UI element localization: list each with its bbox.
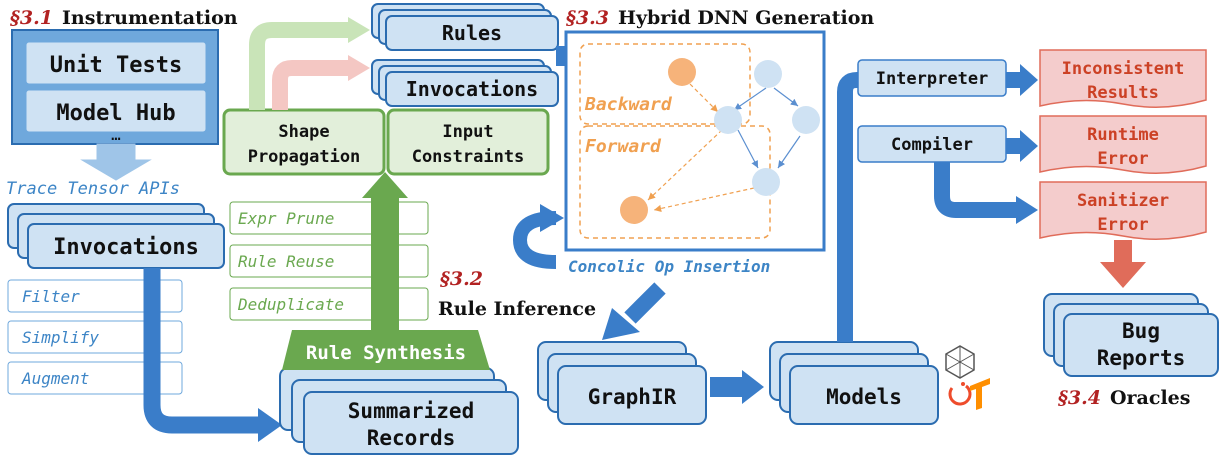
rule-synthesis-block (282, 330, 490, 370)
concolic-op-insertion-label: Concolic Op Insertion (568, 257, 770, 276)
section-3-2-title: Rule Inference (438, 298, 596, 320)
framework-logos-icon (945, 345, 990, 410)
sanitizer-label: Sanitizer (1077, 191, 1169, 211)
model-hub-label: Model Hub (56, 101, 175, 126)
augment-label: Augment (21, 369, 89, 388)
errors-to-bugs-arrow (1114, 240, 1132, 266)
synthesis-steps: Expr Prune Rule Reuse Deduplicate (229, 201, 429, 322)
invocations-stack: Invocations (7, 203, 225, 269)
constraints-label: Constraints (412, 147, 525, 167)
models-label: Models (826, 385, 902, 409)
runtime-error-label: Error (1097, 149, 1148, 169)
filter-label: Filter (22, 287, 80, 306)
bug-label: Bug (1122, 319, 1160, 343)
invocations-label: Invocations (53, 235, 199, 260)
interpreter-label: Interpreter (876, 69, 989, 89)
unit-tests-label: Unit Tests (50, 53, 182, 78)
deduplicate-label: Deduplicate (237, 295, 344, 314)
section-3-1-label: §3.1 Instrumentation (9, 7, 238, 29)
bug-reports-stack: Bug Reports (1043, 293, 1219, 377)
trace-down-arrow (80, 143, 152, 181)
concolic-loop-arrow (512, 211, 557, 269)
models-stack: Models (769, 341, 939, 425)
rules-stack: Rules (371, 3, 559, 51)
compiler-arrow (1006, 138, 1022, 154)
oracle-results: Inconsistent Results Runtime Error Sanit… (1039, 49, 1207, 240)
section-3-2-num: §3.2 (439, 268, 483, 290)
rule-invocations-stack: Invocations (371, 59, 559, 107)
interpreter-arrow (1006, 72, 1022, 88)
summarized-label: Summarized (348, 399, 474, 423)
invocations-to-records-arrow (143, 268, 262, 434)
forward-label: Forward (585, 136, 662, 157)
results-label: Results (1087, 83, 1159, 103)
trace-tensor-apis-label: Trace Tensor APIs (6, 179, 180, 199)
expr-prune-label: Expr Prune (238, 209, 334, 228)
summarized-records-stack: Summarized Records (279, 367, 519, 455)
propagation-label: Propagation (248, 147, 361, 167)
sanitizer-error-label: Error (1097, 215, 1148, 235)
compiler-label: Compiler (891, 135, 973, 155)
backward-label: Backward (584, 94, 673, 115)
hybrid-graph-panel: Backward Forward (564, 30, 826, 252)
rule-synthesis-label: Rule Synthesis (306, 342, 466, 364)
filter-steps: Filter Simplify Augment (7, 279, 183, 395)
graphir-to-models-arrow (710, 377, 746, 397)
to-rules-arrow (249, 22, 350, 110)
sources-ellipsis: … (111, 125, 121, 144)
graphir-label: GraphIR (588, 385, 677, 409)
to-invocations-arrow (272, 60, 350, 110)
graph-to-graphir-arrow (624, 282, 666, 324)
compiler-to-sanitizer-arrow (934, 162, 1018, 218)
reports-label: Reports (1097, 346, 1186, 370)
shape-label: Shape (278, 122, 329, 142)
records-label: Records (367, 426, 456, 450)
graphir-stack: GraphIR (537, 341, 707, 425)
inference-outputs: Shape Propagation Input Constraints (222, 108, 550, 176)
rules-label: Rules (442, 21, 502, 45)
instrumentation-sources-box: Unit Tests Model Hub … (11, 29, 219, 145)
models-trunk-arrow (837, 72, 860, 342)
runtime-label: Runtime (1087, 125, 1159, 145)
input-label: Input (442, 122, 493, 142)
inconsistent-label: Inconsistent (1062, 59, 1185, 79)
rule-reuse-label: Rule Reuse (238, 252, 334, 271)
rule-invocations-label: Invocations (406, 77, 538, 101)
section-3-4-label: §3.4 Oracles (1057, 387, 1190, 409)
section-3-3-label: §3.3 Hybrid DNN Generation (565, 7, 874, 29)
simplify-label: Simplify (22, 328, 99, 347)
